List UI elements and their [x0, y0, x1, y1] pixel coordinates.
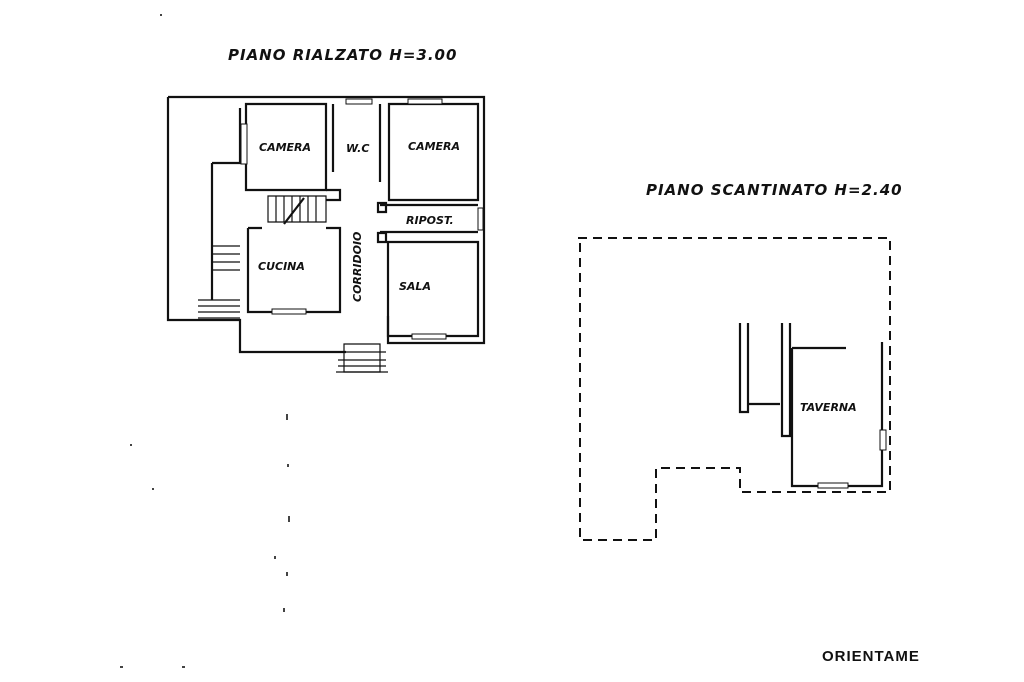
room-label-camera-right: CAMERA [408, 140, 460, 153]
basement-title: PIANO SCANTINATO H=2.40 [646, 181, 903, 199]
basement-plan: PIANO SCANTINATO H=2.40 TAVERNA [578, 181, 903, 541]
room-label-wc: W.C [346, 142, 369, 155]
ripost-window [477, 207, 484, 231]
side-staircase [198, 245, 240, 319]
orientation-label: ORIENTAME [822, 648, 920, 665]
wc-walls [331, 104, 382, 182]
room-label-taverna: TAVERNA [800, 401, 857, 414]
room-label-sala: SALA [399, 280, 431, 293]
scan-specks [120, 14, 290, 668]
room-label-camera-left: CAMERA [259, 141, 311, 154]
camera-left-window [240, 123, 248, 165]
basement-outline [578, 237, 891, 541]
ripost-walls [376, 201, 478, 244]
basement-left-walls [738, 323, 792, 438]
ground-floor-title: PIANO RIALZATO H=3.00 [228, 46, 457, 64]
central-staircase [267, 188, 342, 225]
ground-floor-inner-wall-left [210, 108, 242, 300]
sala-walls [386, 240, 480, 338]
cucina-window [271, 308, 307, 315]
cucina-walls [246, 226, 342, 314]
sala-window [411, 333, 447, 340]
ground-floor-plan: PIANO RIALZATO H=3.00 CAMERA W.C CAMERA [166, 46, 486, 373]
room-label-cucina: CUCINA [258, 260, 305, 273]
camera-right-walls [387, 102, 480, 202]
taverna-window-bottom [817, 482, 849, 489]
entrance-steps [336, 343, 388, 373]
taverna-walls [790, 342, 884, 488]
camera-right-window [407, 98, 443, 105]
taverna-window-right [879, 429, 887, 451]
room-label-ripost: RIPOST. [406, 214, 454, 227]
wc-window [345, 98, 373, 105]
room-label-corridoio: CORRIDOIO [351, 232, 364, 302]
